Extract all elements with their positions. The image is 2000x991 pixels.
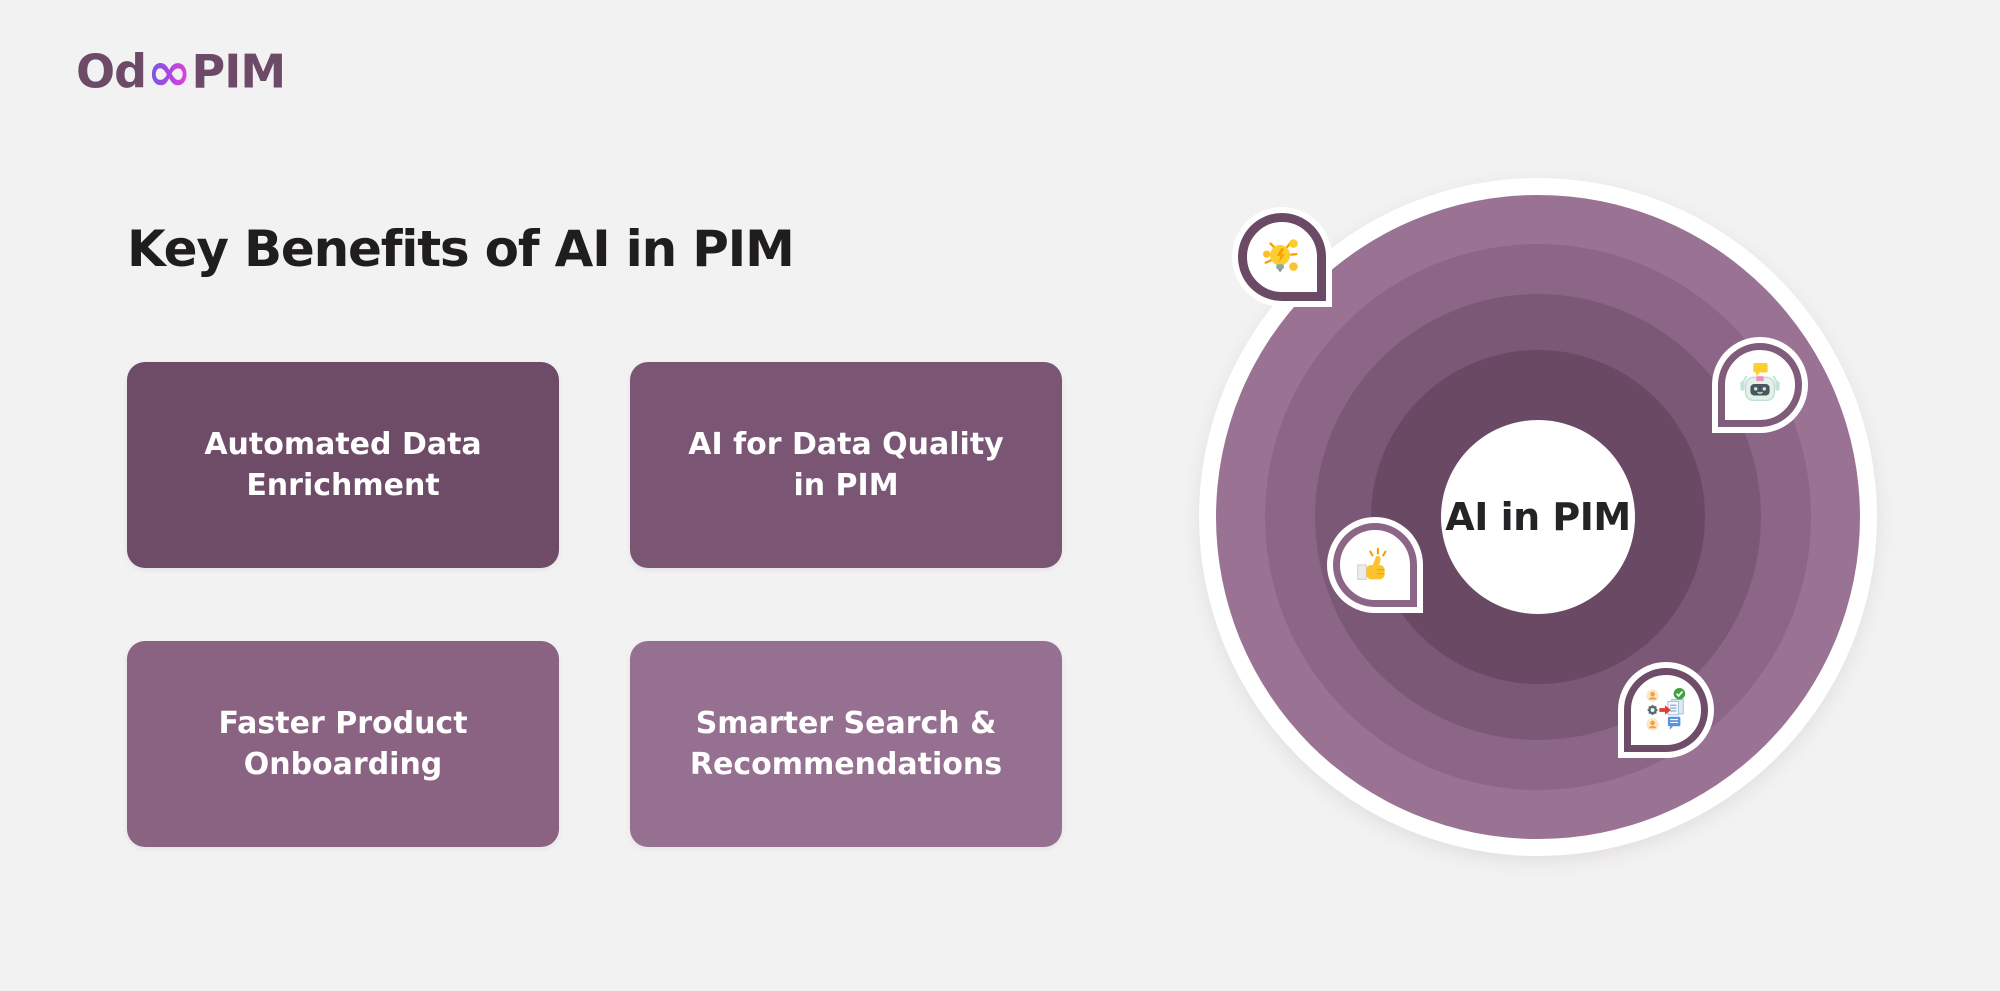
chatbot-icon [1740,362,1780,402]
card-label-line: AI for Data Quality [688,426,1004,462]
workflow-approval-icon [1646,687,1686,731]
infinity-icon: ∞ [147,40,191,103]
diagram-center-label: AI in PIM [1445,495,1631,539]
thumbs-up-icon [1357,547,1387,580]
idea-badge [1238,213,1326,301]
chatbot-badge [1718,343,1802,427]
card-label-line: Enrichment [246,468,440,503]
card-label-line: Recommendations [689,747,1003,782]
benefit-card-smarter-search-recommendations: Smarter Search & Recommendations [630,641,1062,847]
diagram-center: AI in PIM [1441,420,1635,614]
benefit-card-automated-data-enrichment: Automated Data Enrichment [127,362,559,568]
page-title: Key Benefits of AI in PIM [127,220,795,278]
card-label-line: Smarter Search & [695,705,997,741]
card-label-line: in PIM [793,468,899,503]
benefit-card-ai-for-data-quality: AI for Data Quality in PIM [630,362,1062,568]
workflow-badge [1624,668,1708,752]
logo-text-od: Od [76,44,147,99]
brand-logo: Od∞PIM [76,40,287,103]
logo-text-pim: PIM [191,44,287,99]
card-label-line: Automated Data [204,426,482,462]
benefit-card-faster-product-onboarding: Faster Product Onboarding [127,641,559,847]
card-label-line: Onboarding [243,747,443,782]
idea-lightbulb-icon [1263,239,1298,273]
thumbs-up-badge [1333,523,1417,607]
card-label-line: Faster Product [218,705,468,741]
